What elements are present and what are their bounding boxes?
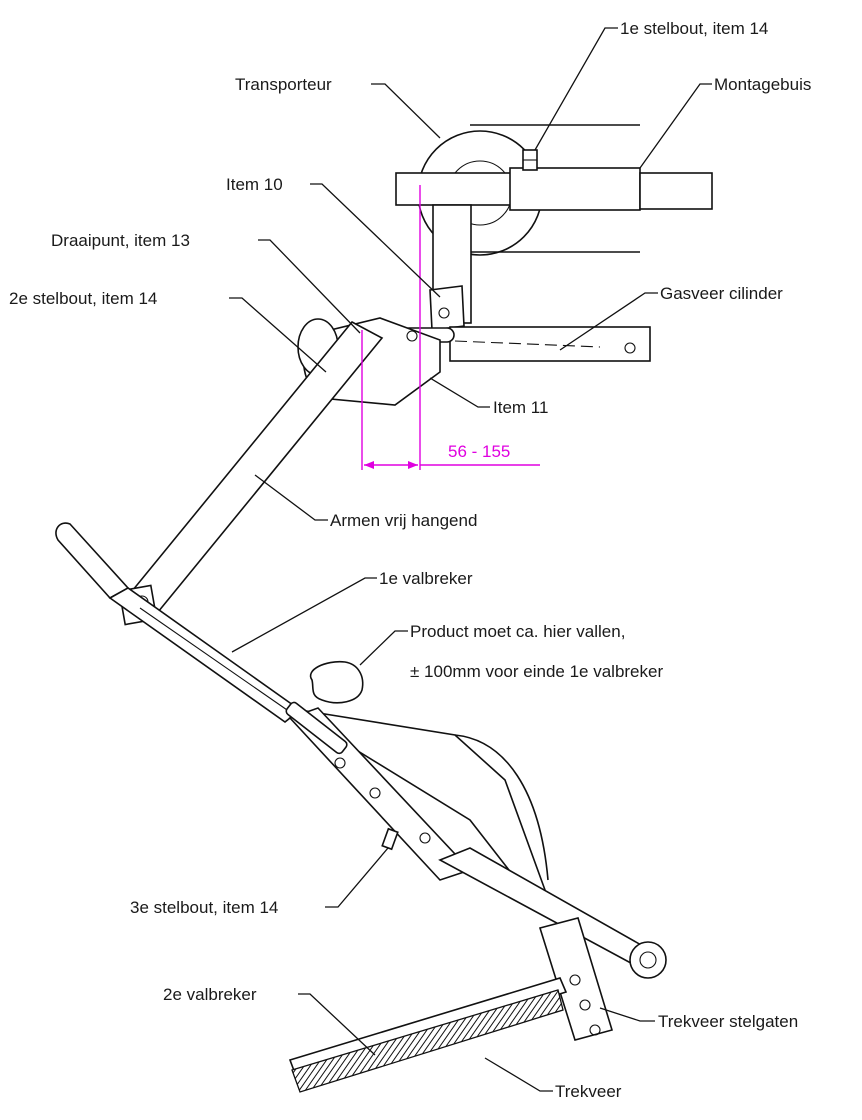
dimension-text: 56 - 155 bbox=[448, 442, 510, 461]
labels: 1e stelbout, item 14 Transporteur Montag… bbox=[9, 19, 811, 1101]
tube-mid bbox=[509, 167, 641, 211]
valbreker1-top bbox=[55, 522, 130, 600]
lower-bar bbox=[438, 847, 652, 970]
label-stelbout2: 2e stelbout, item 14 bbox=[9, 289, 157, 308]
label-transporteur: Transporteur bbox=[235, 75, 332, 94]
label-gasveer: Gasveer cilinder bbox=[660, 284, 783, 303]
label-trekveer-stelgaten: Trekveer stelgaten bbox=[658, 1012, 798, 1031]
montagebuis-assembly bbox=[395, 149, 713, 211]
label-item10: Item 10 bbox=[226, 175, 283, 194]
product-blob bbox=[309, 660, 364, 704]
label-stelbout3: 3e stelbout, item 14 bbox=[130, 898, 278, 917]
spring-shaft bbox=[285, 701, 348, 755]
valbreker1-bar bbox=[108, 587, 302, 724]
stelgaten-plate bbox=[538, 917, 614, 1041]
item10-plate bbox=[429, 285, 465, 331]
label-item11: Item 11 bbox=[493, 398, 548, 417]
hanging-arm bbox=[118, 320, 384, 626]
label-draaipunt: Draaipunt, item 13 bbox=[51, 231, 190, 250]
stelbout3-bolt bbox=[381, 827, 399, 851]
label-valbreker1: 1e valbreker bbox=[379, 569, 473, 588]
gasveer-body bbox=[449, 326, 651, 362]
valbreker2-assembly bbox=[288, 977, 568, 1093]
trekveer-spring bbox=[291, 989, 564, 1093]
label-product-line1: Product moet ca. hier vallen, bbox=[410, 622, 625, 641]
label-trekveer: Trekveer bbox=[555, 1082, 622, 1101]
arm-bar bbox=[126, 320, 384, 614]
vertical-bracket bbox=[429, 204, 472, 331]
dimension-56-155: 56 - 155 bbox=[361, 185, 540, 470]
label-armen: Armen vrij hangend bbox=[330, 511, 477, 530]
leaders bbox=[229, 27, 712, 1092]
label-montagebuis: Montagebuis bbox=[714, 75, 811, 94]
tube-right bbox=[639, 172, 713, 210]
end-roller bbox=[629, 941, 667, 979]
label-valbreker2: 2e valbreker bbox=[163, 985, 257, 1004]
label-product-line2: ± 100mm voor einde 1e valbreker bbox=[410, 662, 663, 681]
valbreker1-assembly bbox=[55, 522, 667, 979]
stelgaten-assembly bbox=[538, 917, 614, 1041]
tube-left bbox=[395, 172, 515, 206]
label-stelbout1: 1e stelbout, item 14 bbox=[620, 19, 768, 38]
